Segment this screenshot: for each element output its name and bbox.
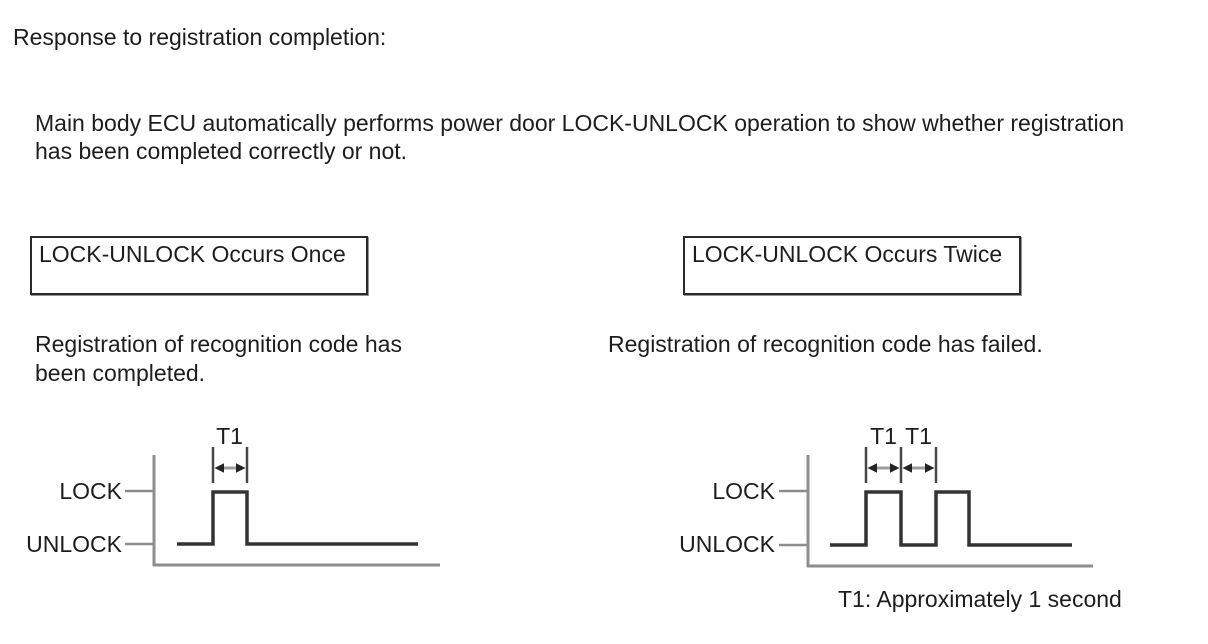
right-t1-label: T1 [905,423,932,449]
right-lock-label: LOCK [712,478,775,504]
result-box-occurs-once: LOCK-UNLOCK Occurs Once [30,236,368,295]
t1-definition-note: T1: Approximately 1 second [838,586,1122,612]
right-unlock-label: UNLOCK [679,531,775,557]
caption-registration-failed: Registration of recognition code has fai… [608,330,1043,359]
left-t1-label: T1 [216,423,243,449]
right-signal-trace [830,490,1072,547]
caption-line: been completed. [35,360,206,386]
intro-paragraph: Main body ECU automatically performs pow… [35,109,1124,165]
result-box-once-label: LOCK-UNLOCK Occurs Once [39,241,346,267]
arrowhead-left-icon [902,463,912,473]
caption-line: Registration of recognition code has [35,331,402,357]
arrowhead-right-icon [236,463,246,473]
right-waveform [779,447,1093,568]
arrowhead-right-icon [890,463,900,473]
arrowhead-left-icon [867,463,877,473]
left-waveform [125,447,440,567]
left-signal-trace [177,490,418,546]
result-box-twice-label: LOCK-UNLOCK Occurs Twice [692,241,1003,267]
right-t1-label: T1 [870,423,897,449]
caption-line: Registration of recognition code has fai… [608,331,1043,357]
intro-line: Main body ECU automatically performs pow… [35,110,1125,136]
arrowhead-left-icon [214,463,224,473]
page-title: Response to registration completion: [13,24,387,50]
result-box-occurs-twice: LOCK-UNLOCK Occurs Twice [683,236,1021,295]
caption-registration-completed: Registration of recognition code has bee… [35,330,402,388]
arrowhead-right-icon [925,463,935,473]
left-unlock-label: UNLOCK [26,531,122,557]
intro-line: has been completed correctly or not. [35,138,408,164]
left-lock-label: LOCK [59,478,122,504]
